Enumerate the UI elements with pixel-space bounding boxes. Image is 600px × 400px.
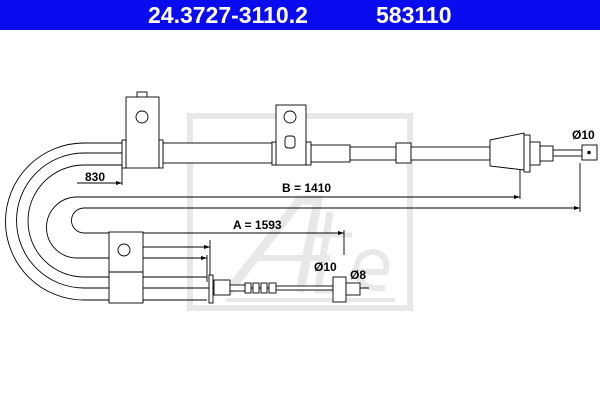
dimension-a-label: A = 1593: [233, 218, 282, 232]
dimension-830-label: 830: [85, 170, 105, 184]
end-nipple-bottom: [332, 276, 347, 303]
dimension-b-label: B = 1410: [282, 181, 331, 195]
dimension-line-b-total: [71, 207, 580, 234]
collar: [208, 274, 214, 304]
diameter-pin-label: Ø8: [350, 268, 366, 282]
end-rod-bottom: [275, 285, 334, 291]
part-number: 24.3727-3110.2: [148, 2, 308, 28]
end-pin: [345, 282, 361, 296]
reference-number: 583110: [376, 2, 452, 28]
diameter-nipple-label: Ø10: [314, 260, 337, 274]
cable-inner-line: [27, 164, 122, 278]
cable-outer-line: [5, 142, 122, 301]
title-bar: 24.3727-3110.2 583110: [0, 0, 600, 30]
end-rod: [552, 149, 583, 157]
cable-center-line: [16, 152, 122, 289]
diameter-top-label: Ø10: [572, 128, 595, 142]
dimension-line-b: [46, 196, 520, 259]
mounting-bracket-2: [271, 104, 312, 166]
ferrule: [395, 142, 412, 164]
mounting-bracket-1: [121, 91, 164, 169]
end-fitting-cone: [489, 132, 525, 171]
cable-sheath: [162, 142, 273, 164]
mounting-bracket-3: [108, 231, 144, 304]
